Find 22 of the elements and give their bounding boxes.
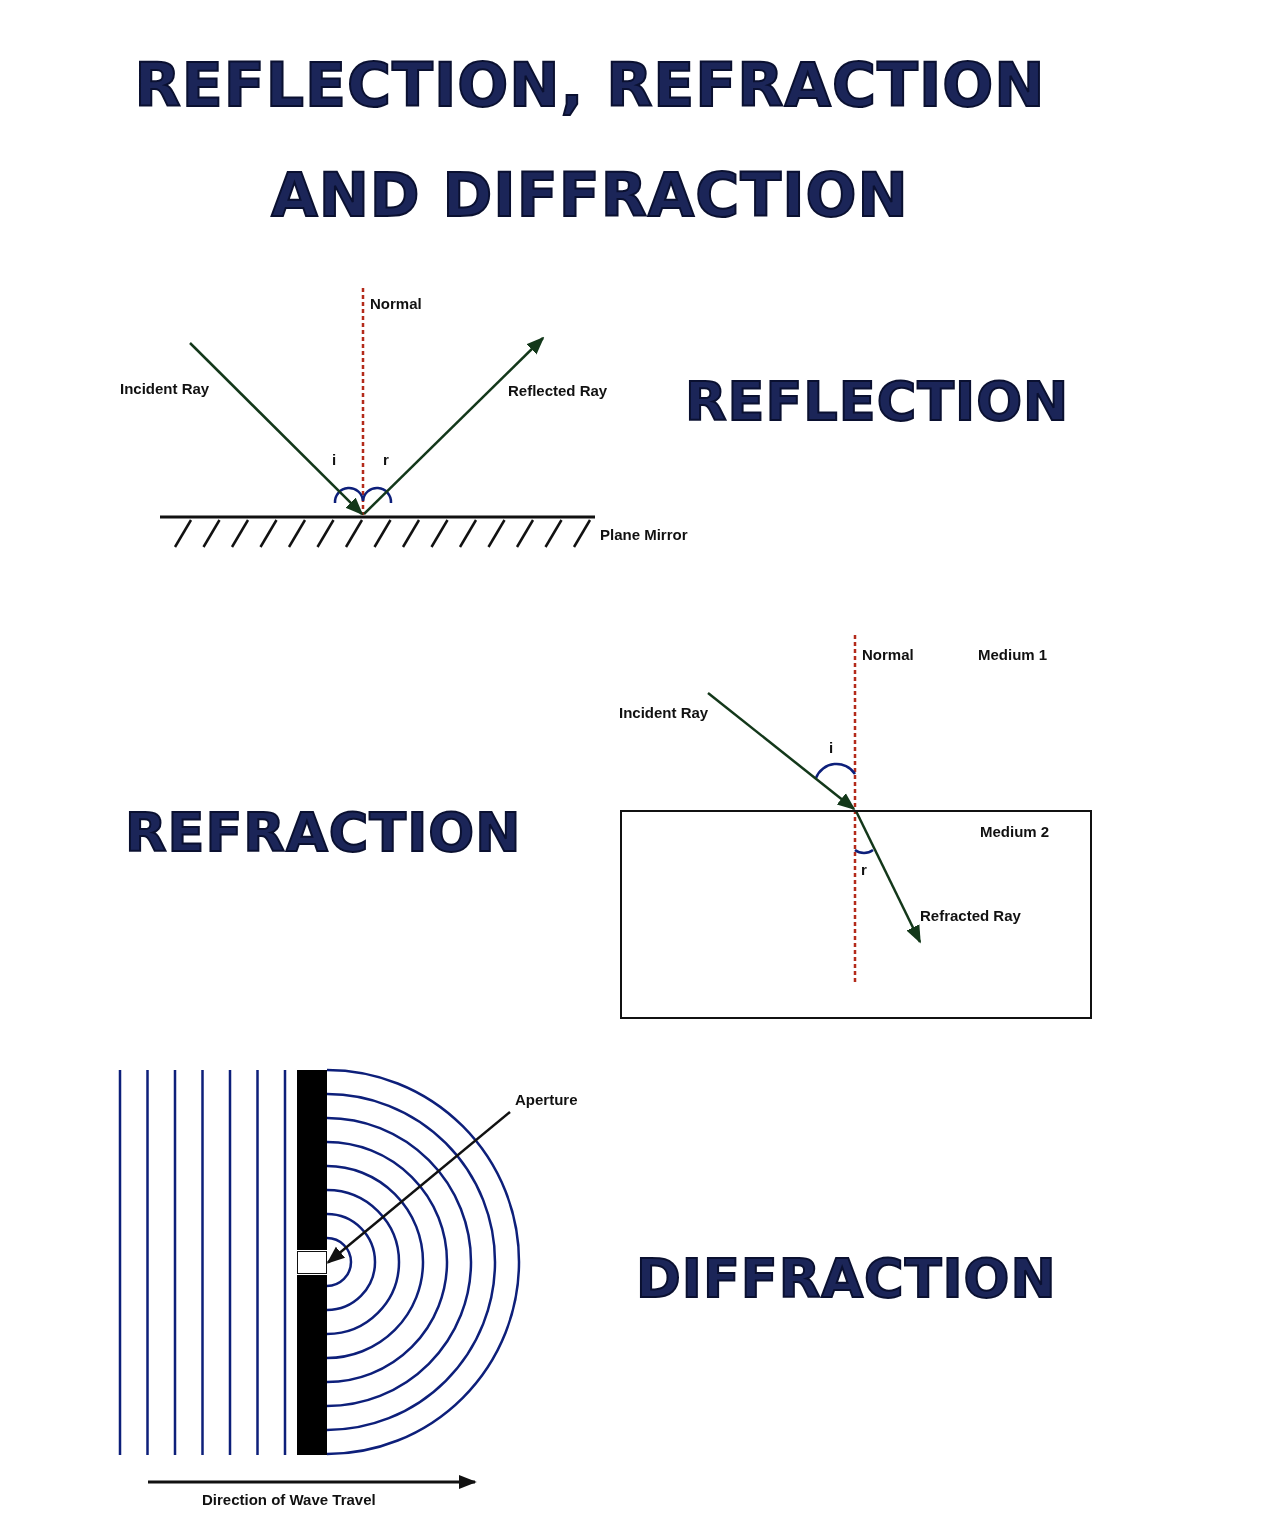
angle-label: r — [861, 862, 867, 879]
angle-label: i — [332, 452, 337, 469]
ray-label: Incident Ray — [120, 381, 210, 398]
axis-label: Normal — [370, 296, 422, 313]
angle-label: i — [829, 740, 834, 757]
angle-label: r — [383, 452, 389, 469]
section-heading: DIFFRACTION — [636, 1252, 1057, 1306]
callout-label: Aperture — [515, 1092, 578, 1109]
medium-block — [620, 810, 1092, 1019]
section-heading: REFRACTION — [125, 806, 522, 860]
axis-label: Normal — [862, 647, 914, 664]
surface-label: Plane Mirror — [600, 527, 688, 544]
ray-label: Reflected Ray — [508, 383, 608, 400]
aperture-gap — [297, 1251, 327, 1274]
title: REFLECTION, REFRACTION AND DIFFRACTION — [133, 49, 1047, 232]
axis-label: Direction of Wave Travel — [202, 1492, 376, 1509]
section-heading: REFLECTION — [685, 375, 1070, 429]
leader-line — [326, 1111, 511, 1264]
medium-label: Medium 1 — [978, 647, 1048, 664]
ray-label: Incident Ray — [619, 705, 709, 722]
medium-label: Medium 2 — [980, 824, 1050, 841]
ray-label: Refracted Ray — [920, 908, 1021, 925]
